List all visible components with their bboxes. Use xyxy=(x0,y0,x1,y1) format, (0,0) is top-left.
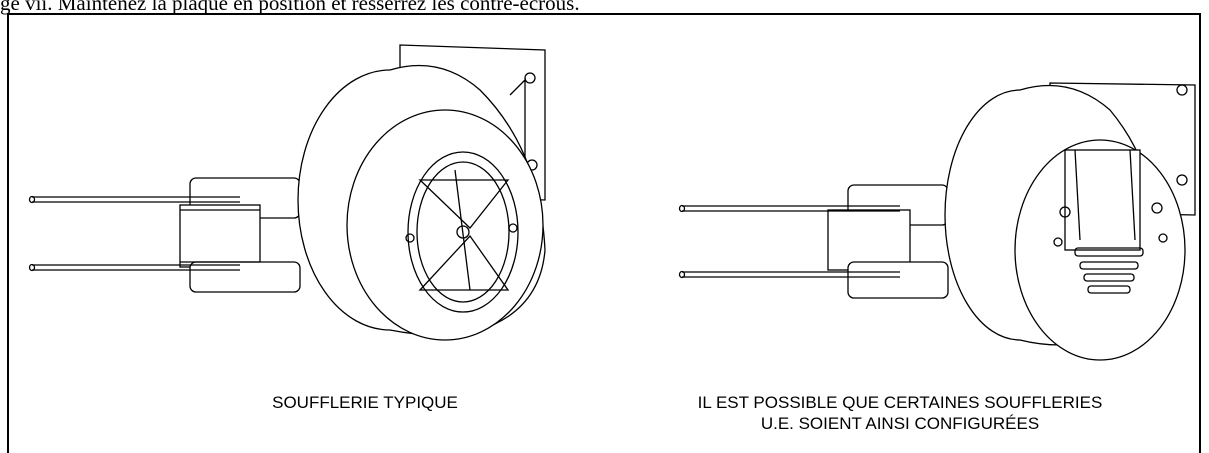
caption-eu-blower: IL EST POSSIBLE QUE CERTAINES SOUFFLERIE… xyxy=(640,392,1160,434)
instruction-text: ge vii. Maintenez la plaque en position … xyxy=(0,0,580,15)
left-rods xyxy=(28,195,240,272)
right-housing xyxy=(944,84,1186,361)
caption-eu-blower-line1: IL EST POSSIBLE QUE CERTAINES SOUFFLERIE… xyxy=(697,393,1103,412)
caption-eu-blower-line2: U.E. SOIENT AINSI CONFIGURÉES xyxy=(760,414,1040,433)
left-housing xyxy=(297,64,546,341)
right-motor xyxy=(827,184,949,299)
right-rods xyxy=(678,204,900,279)
right-louvers xyxy=(1074,247,1144,294)
caption-typical-blower: SOUFFLERIE TYPIQUE xyxy=(272,393,458,412)
figure-frame xyxy=(7,13,1201,453)
